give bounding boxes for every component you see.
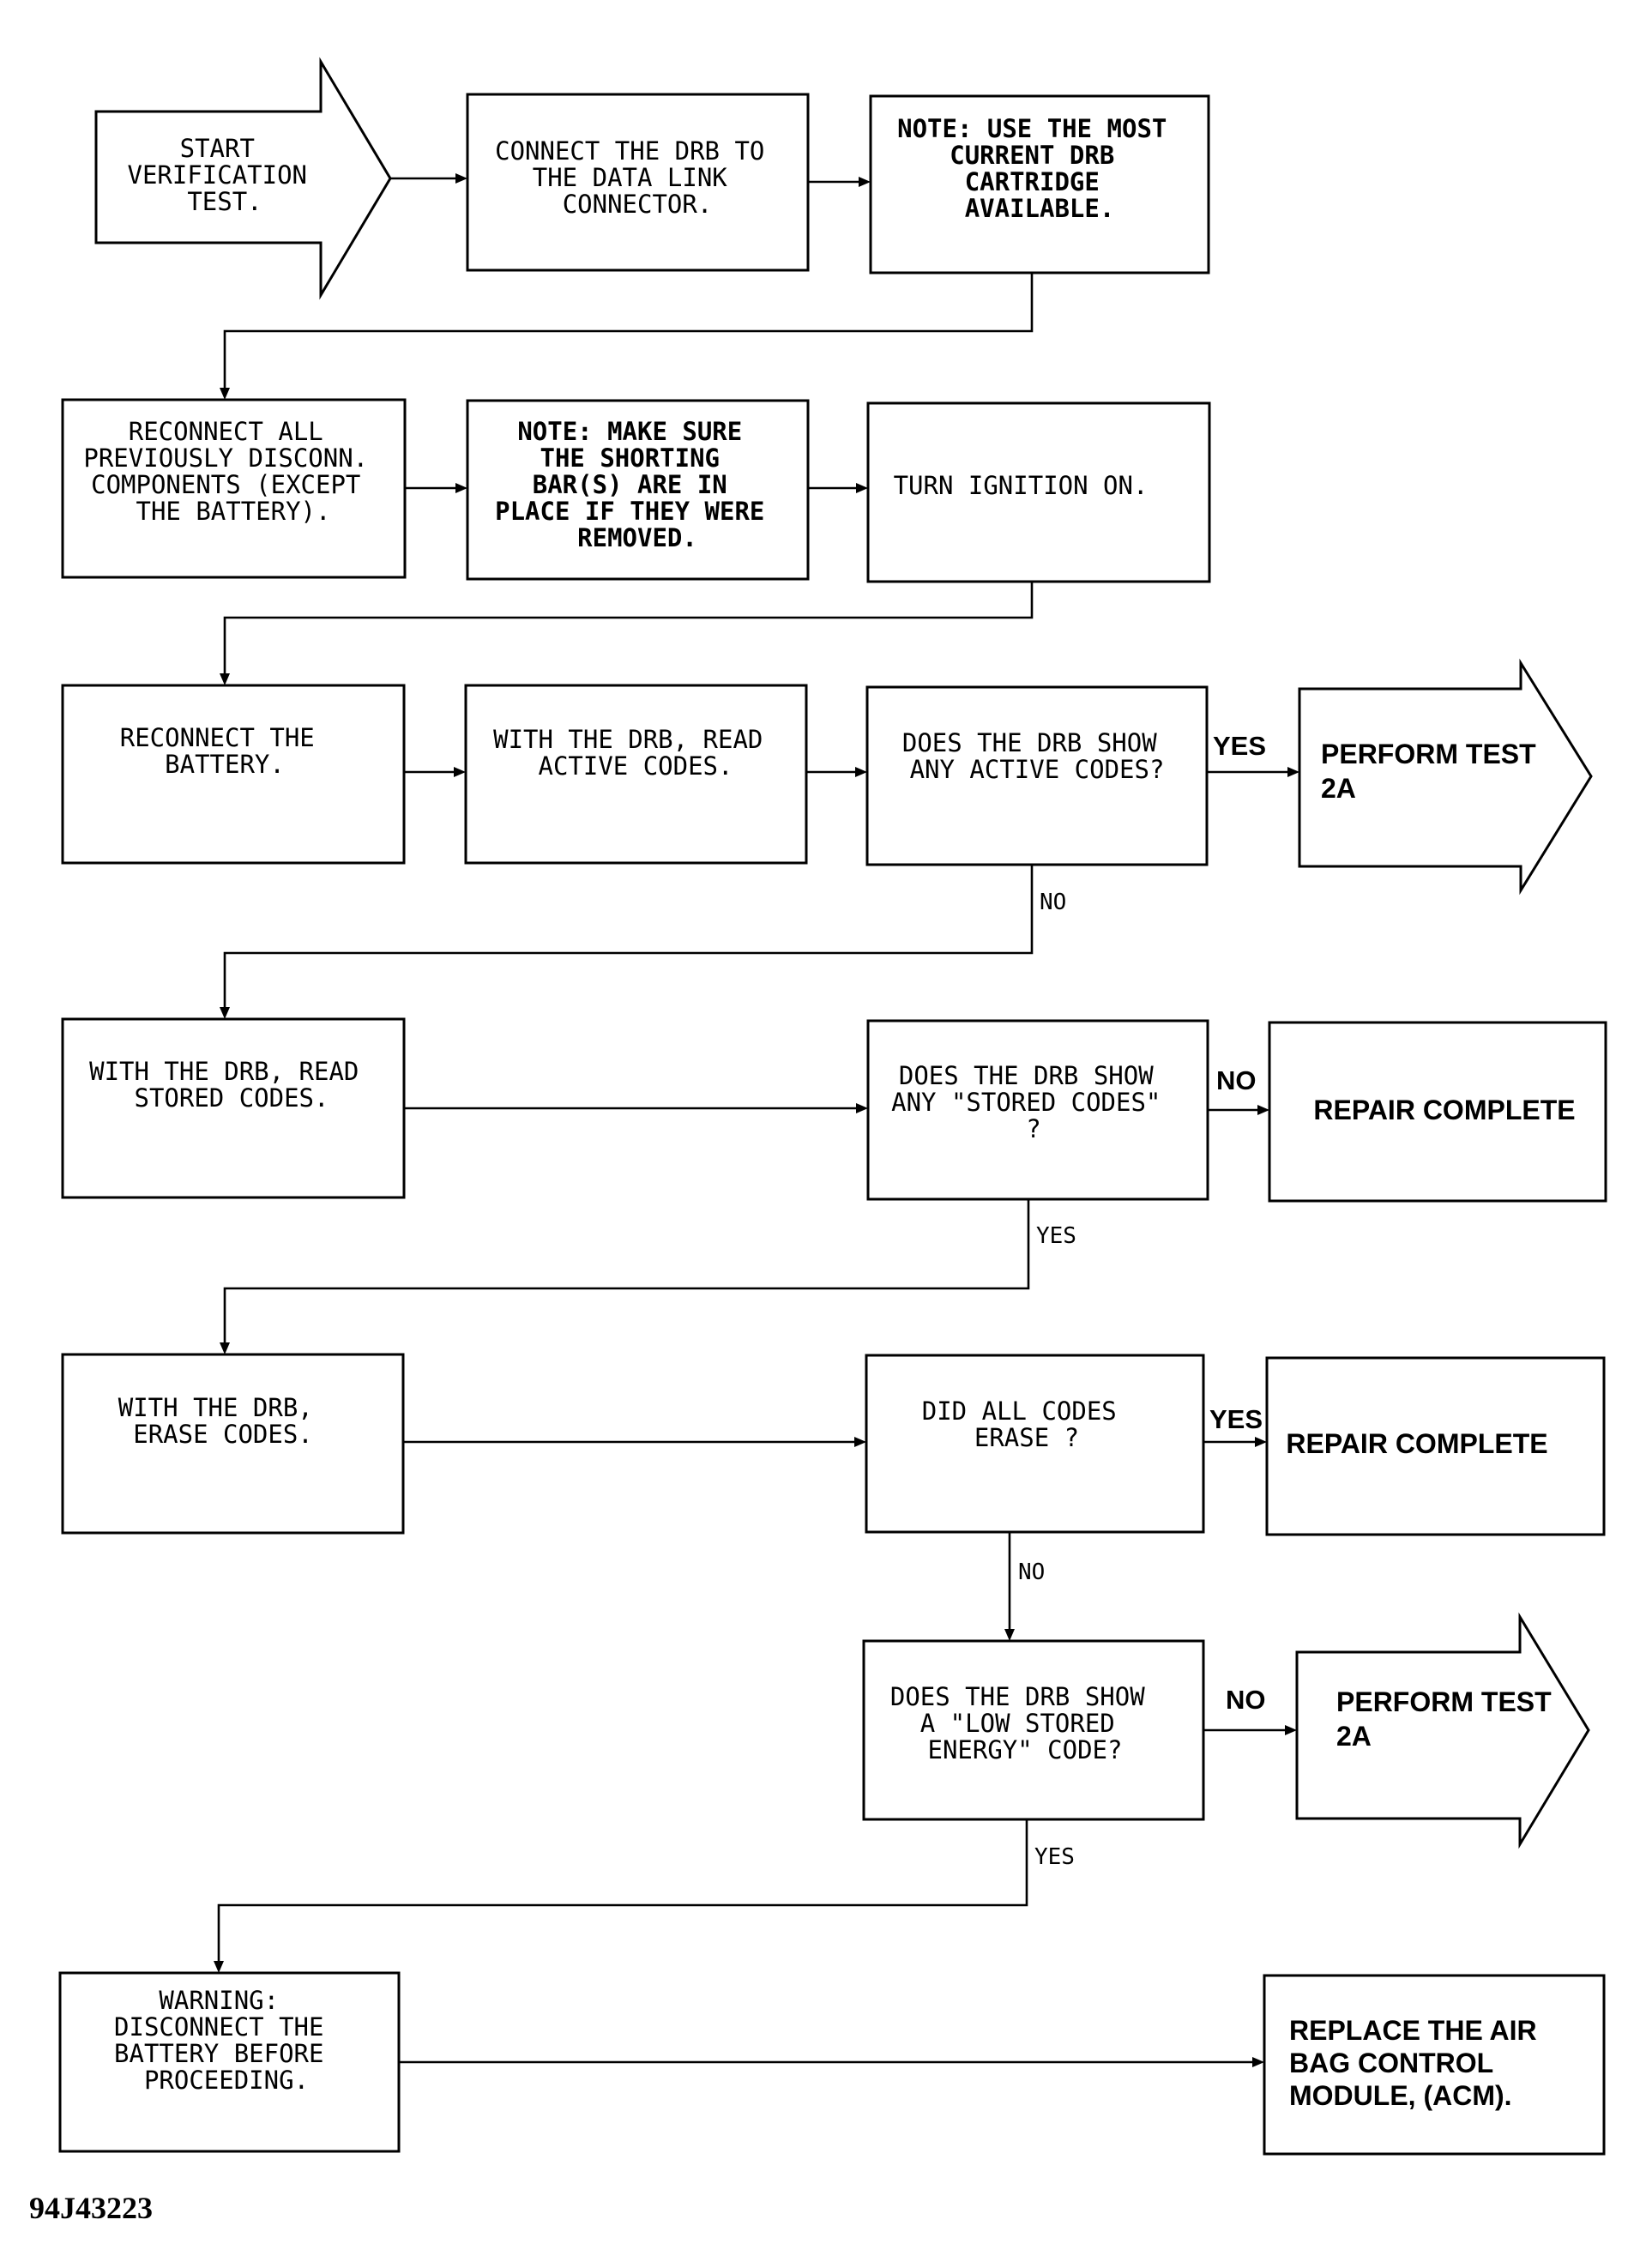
read-stored-box xyxy=(61,1017,406,1199)
read-stored-label: WITH THE DRB, READ STORED CODES. xyxy=(89,1057,374,1113)
warning-box xyxy=(58,1971,401,2153)
q-low-energy-label: DOES THE DRB SHOW A "LOW STORED ENERGY" … xyxy=(890,1682,1160,1764)
edge-label-active-no: NO xyxy=(1040,890,1066,915)
reconnect-battery-label: RECONNECT THE BATTERY. xyxy=(120,723,329,779)
q-erase-label: DID ALL CODES ERASE ? xyxy=(922,1396,1131,1452)
perform-test-2a-label-1: PERFORM TEST 2A xyxy=(1321,739,1544,804)
repair-complete-1-label: REPAIR COMPLETE xyxy=(1313,1095,1575,1125)
connect-drb-label: CONNECT THE DRB TO THE DATA LINK CONNECT… xyxy=(495,136,780,219)
q-stored-box xyxy=(866,1019,1209,1201)
figure-id: 94J43223 xyxy=(29,2191,153,2225)
note-shorting-label: NOTE: MAKE SURE THE SHORTING BAR(S) ARE … xyxy=(495,417,780,552)
q-stored-label: DOES THE DRB SHOW ANY "STORED CODES" ? xyxy=(891,1061,1176,1143)
start-arrow-shape xyxy=(94,57,392,300)
perform-test-2a-label-2: PERFORM TEST 2A xyxy=(1336,1686,1559,1752)
repair-complete-2-box xyxy=(1265,1356,1606,1536)
note-cartridge-box xyxy=(869,94,1210,274)
connectors xyxy=(214,173,1299,2067)
reconnect-all-box xyxy=(61,398,407,579)
start-label: START VERIFICATION TEST. xyxy=(128,134,323,216)
q-active-label: DOES THE DRB SHOW ANY ACTIVE CODES? xyxy=(902,728,1172,784)
q-low-energy-box xyxy=(862,1639,1205,1821)
repair-complete-2-label: REPAIR COMPLETE xyxy=(1286,1428,1547,1459)
note-shorting-box xyxy=(466,399,810,581)
edge-label-active-yes: YES xyxy=(1213,731,1266,761)
edge-label-erase-yes: YES xyxy=(1209,1404,1263,1434)
repair-complete-1-box xyxy=(1268,1021,1607,1203)
note-cartridge-label: NOTE: USE THE MOST CURRENT DRB CARTRIDGE… xyxy=(897,114,1182,223)
q-erase-box xyxy=(865,1354,1205,1534)
read-active-box xyxy=(464,684,808,865)
reconnect-all-label: RECONNECT ALL PREVIOUSLY DISCONN. COMPON… xyxy=(83,417,383,526)
ignition-on-label: TURN IGNITION ON. xyxy=(894,471,1149,500)
erase-codes-label: WITH THE DRB, ERASE CODES. xyxy=(118,1393,328,1449)
read-active-label: WITH THE DRB, READ ACTIVE CODES. xyxy=(493,725,778,781)
perform-test-2a-arrow-1 xyxy=(1298,658,1593,896)
erase-codes-box xyxy=(61,1353,405,1535)
warning-label: WARNING: DISCONNECT THE BATTERY BEFORE P… xyxy=(114,1986,339,2095)
q-active-box xyxy=(865,685,1209,866)
perform-test-2a-arrow-2 xyxy=(1295,1612,1590,1849)
edge-label-low-energy-no: NO xyxy=(1226,1685,1266,1715)
reconnect-battery-box xyxy=(61,684,406,865)
edge-label-low-energy-yes: YES xyxy=(1034,1844,1075,1870)
edge-label-stored-no: NO xyxy=(1216,1065,1257,1095)
edge-label-erase-no: NO xyxy=(1018,1559,1045,1585)
edge-label-stored-yes: YES xyxy=(1036,1223,1076,1249)
replace-acm-box xyxy=(1263,1974,1606,2156)
ignition-on-box xyxy=(866,401,1211,583)
replace-acm-label: REPLACE THE AIR BAG CONTROL MODULE, (ACM… xyxy=(1289,2015,1545,2111)
connect-drb-box xyxy=(466,93,810,272)
